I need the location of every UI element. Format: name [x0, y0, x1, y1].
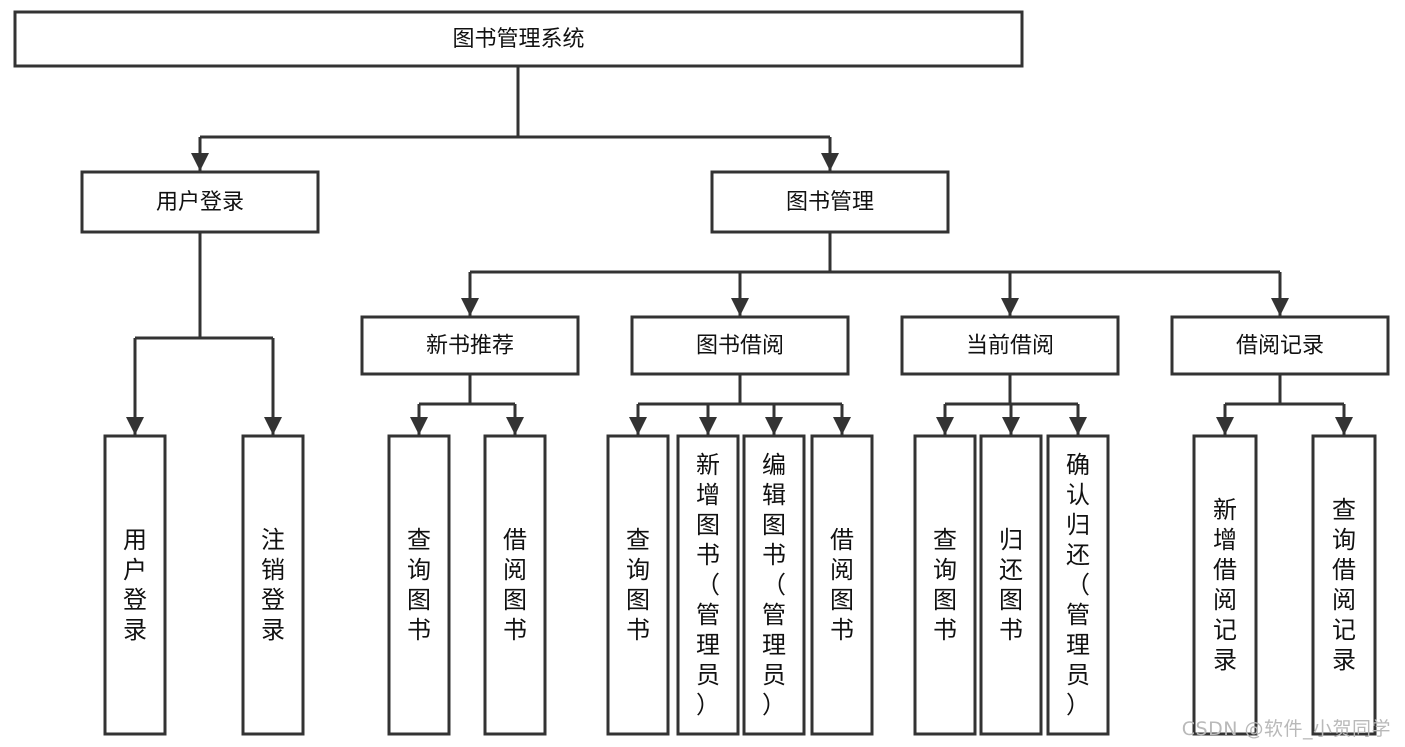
node-leaf-borrow-book-2[interactable]: 借阅图书: [810, 434, 874, 736]
arrow-head-icon: [765, 417, 783, 435]
node-leaf-add-book[interactable]: 新增图书（管理员）: [676, 434, 740, 736]
node-leaf-edit-book[interactable]: 编辑图书（管理员）: [742, 434, 806, 736]
node-box: [483, 434, 547, 736]
arrow-head-icon: [264, 417, 282, 435]
node-label: 借阅记录: [1236, 334, 1324, 359]
node-leaf-query-book-3[interactable]: 查询图书: [913, 434, 977, 736]
node-label: 注销登录: [261, 526, 285, 644]
arrow-head-icon: [1335, 417, 1353, 435]
arrow-head-icon: [1069, 417, 1087, 435]
node-label: 用户登录: [123, 526, 147, 644]
node-box: [979, 434, 1043, 736]
node-label: 新增借阅记录: [1213, 496, 1237, 674]
node-box: [676, 434, 740, 736]
node-leaf-borrow-book-1[interactable]: 借阅图书: [483, 434, 547, 736]
node-label: 确认归还（管理员）: [1066, 451, 1090, 719]
node-box: [606, 434, 670, 736]
arrow-head-icon: [1216, 417, 1234, 435]
arrow-head-icon: [1002, 417, 1020, 435]
arrow-head-icon: [1271, 298, 1289, 316]
arrow-head-icon: [506, 417, 524, 435]
node-box: [241, 434, 305, 736]
arrow-head-icon: [410, 417, 428, 435]
node-box: [1170, 315, 1390, 376]
node-box: [80, 170, 320, 234]
node-label: 编辑图书（管理员）: [762, 451, 786, 719]
node-label: 图书管理: [786, 190, 874, 215]
node-box: [360, 315, 580, 376]
node-user-login[interactable]: 用户登录: [80, 170, 320, 234]
connector-newbook-bus: [410, 374, 524, 435]
node-leaf-return-book[interactable]: 归还图书: [979, 434, 1043, 736]
arrow-head-icon: [833, 417, 851, 435]
node-current-borrow[interactable]: 当前借阅: [900, 315, 1120, 376]
node-box: [630, 315, 850, 376]
arrow-head-icon: [821, 153, 839, 171]
node-label: 查询图书: [407, 526, 431, 644]
node-leaf-logout[interactable]: 注销登录: [241, 434, 305, 736]
node-leaf-confirm-return[interactable]: 确认归还（管理员）: [1046, 434, 1110, 736]
node-root[interactable]: 图书管理系统: [13, 10, 1024, 68]
node-label: 借阅图书: [830, 526, 854, 644]
node-label: 借阅图书: [503, 526, 527, 644]
node-label: 查询借阅记录: [1332, 496, 1356, 674]
node-label: 图书管理系统: [452, 27, 584, 52]
arrow-head-icon: [629, 417, 647, 435]
node-box: [387, 434, 451, 736]
node-label: 当前借阅: [966, 334, 1054, 359]
node-box: [913, 434, 977, 736]
node-box: [1311, 434, 1377, 736]
node-box: [1046, 434, 1110, 736]
node-leaf-query-book-2[interactable]: 查询图书: [606, 434, 670, 736]
node-label: 图书借阅: [696, 334, 784, 359]
connector-currentborrow-bus: [936, 374, 1087, 435]
connector-root-bus: [191, 66, 839, 171]
arrow-head-icon: [699, 417, 717, 435]
node-box: [103, 434, 167, 736]
node-book-borrow[interactable]: 图书借阅: [630, 315, 850, 376]
arrow-head-icon: [1001, 298, 1019, 316]
arrow-head-icon: [461, 298, 479, 316]
connector-bookmanage-bus: [461, 232, 1289, 316]
node-leaf-query-book-1[interactable]: 查询图书: [387, 434, 451, 736]
node-leaf-add-record[interactable]: 新增借阅记录: [1192, 434, 1258, 736]
nodes-layer: 图书管理系统用户登录图书管理新书推荐图书借阅当前借阅借阅记录用户登录注销登录查询…: [13, 10, 1390, 736]
node-borrow-record[interactable]: 借阅记录: [1170, 315, 1390, 376]
node-box: [810, 434, 874, 736]
node-box: [742, 434, 806, 736]
node-new-book-rec[interactable]: 新书推荐: [360, 315, 580, 376]
node-label: 新书推荐: [426, 334, 514, 359]
node-label: 查询图书: [626, 526, 650, 644]
node-box: [13, 10, 1024, 68]
connector-bookborrow-bus: [629, 374, 851, 435]
node-label: 查询图书: [933, 526, 957, 644]
arrow-head-icon: [936, 417, 954, 435]
node-leaf-query-record[interactable]: 查询借阅记录: [1311, 434, 1377, 736]
connector-userlogin-bus: [126, 232, 282, 435]
node-label: 新增图书（管理员）: [696, 451, 720, 719]
node-box: [710, 170, 950, 234]
node-leaf-user-login[interactable]: 用户登录: [103, 434, 167, 736]
connectors-layer: [126, 66, 1353, 435]
node-book-manage[interactable]: 图书管理: [710, 170, 950, 234]
arrow-head-icon: [126, 417, 144, 435]
node-box: [900, 315, 1120, 376]
node-box: [1192, 434, 1258, 736]
arrow-head-icon: [731, 298, 749, 316]
node-label: 归还图书: [999, 526, 1023, 644]
arrow-head-icon: [191, 153, 209, 171]
node-label: 用户登录: [156, 190, 244, 215]
connector-borrowrecord-bus: [1216, 374, 1353, 435]
